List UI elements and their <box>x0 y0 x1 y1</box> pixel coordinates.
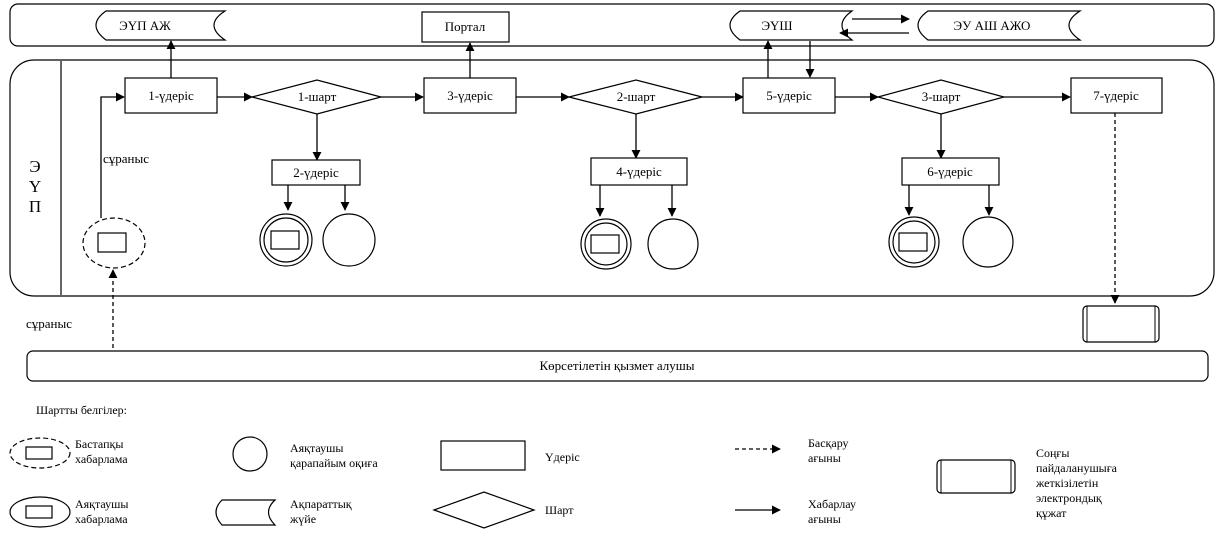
process-2: 2-үдеріс <box>271 159 361 186</box>
end-message-1 <box>259 213 313 267</box>
legend-edoc-2: пайдаланушыға <box>1036 461 1118 475</box>
legend-edoc-4: электрондық <box>1036 491 1102 505</box>
legend-end-event-1: Аяқтаушы <box>290 441 343 455</box>
process-3-label: 3-үдеріс <box>447 88 493 103</box>
legend-edoc-3: жеткізілетін <box>1035 476 1099 490</box>
condition-1-label: 1-шарт <box>298 89 337 104</box>
legend-end-message-icon <box>9 496 71 528</box>
info-system-eush-label: ЭҮШ <box>761 18 792 33</box>
legend-end-message-1: Аяқтаушы <box>75 497 128 511</box>
process-3: 3-үдеріс <box>423 77 517 114</box>
legend-start-message-1: Бастапқы <box>75 437 123 451</box>
lane-letter-2: Ү <box>29 177 41 196</box>
process-7-label: 7-үдеріс <box>1093 88 1139 103</box>
process-7: 7-үдеріс <box>1070 77 1163 114</box>
end-message-2 <box>580 218 632 270</box>
start-message <box>82 217 146 269</box>
legend-end-event-icon <box>232 436 268 472</box>
condition-3: 3-шарт <box>875 79 1007 115</box>
condition-3-label: 3-шарт <box>922 89 961 104</box>
legend-process-icon <box>440 440 526 471</box>
legend-message-flow-2: ағыны <box>808 512 841 526</box>
legend-end-message-2: хабарлама <box>75 512 128 526</box>
portal-box: Портал <box>421 11 510 43</box>
process-6: 6-үдеріс <box>901 157 1000 186</box>
electronic-document <box>1082 305 1160 343</box>
legend-info-system-2: жүйе <box>289 512 316 526</box>
legend-start-message-icon <box>9 437 71 469</box>
request-inner-label: сұраныс <box>103 151 149 166</box>
condition-2-label: 2-шарт <box>617 89 656 104</box>
legend-control-flow-2: ағыны <box>808 451 841 465</box>
process-5-label: 5-үдеріс <box>766 88 812 103</box>
service-receiver-lane <box>26 350 1209 382</box>
process-4-label: 4-үдеріс <box>616 164 662 179</box>
flow-start-to-p1 <box>100 92 125 218</box>
legend-start-message-2: хабарлама <box>75 452 128 466</box>
info-system-eup-azh-label: ЭҮП АЖ <box>119 18 171 33</box>
lane-letter-3: П <box>29 197 41 216</box>
legend-edoc-5: құжат <box>1036 506 1067 520</box>
process-1-label: 1-үдеріс <box>148 88 194 103</box>
process-1: 1-үдеріс <box>124 77 218 114</box>
service-receiver-label: Көрсетілетін қызмет алушы <box>540 358 695 373</box>
legend-condition: Шарт <box>545 503 574 517</box>
legend-control-flow-1: Басқару <box>808 436 849 450</box>
info-system-eu-ash-azho: ЭУ АШ АЖО <box>917 10 1083 41</box>
process-6-label: 6-үдеріс <box>927 164 973 179</box>
legend-edoc-icon <box>936 459 1016 494</box>
legend-title: Шартты белгілер: <box>36 403 127 417</box>
legend-info-system-1: Ақпараттық <box>290 497 352 511</box>
process-4: 4-үдеріс <box>590 157 688 186</box>
end-message-3 <box>888 216 940 268</box>
process-5: 5-үдеріс <box>742 77 836 114</box>
process-2-label: 2-үдеріс <box>293 165 339 180</box>
end-event-2 <box>647 218 699 270</box>
legend-edoc-1: Соңғы <box>1036 446 1069 460</box>
legend-message-flow-1: Хабарлау <box>808 497 856 511</box>
info-system-eu-ash-azho-label: ЭУ АШ АЖО <box>954 18 1031 33</box>
request-outer-label: сұраныс <box>26 316 72 331</box>
end-event-3 <box>962 216 1014 268</box>
legend-end-event-2: қарапайым оқиға <box>290 456 378 470</box>
legend-process: Үдеріс <box>545 450 580 464</box>
info-system-eush: ЭҮШ <box>729 10 854 41</box>
portal-label: Портал <box>445 19 486 34</box>
lane-letter-1: Э <box>29 157 40 176</box>
legend-condition-icon <box>432 491 536 529</box>
legend-info-system-icon <box>215 499 277 526</box>
info-system-eup-azh: ЭҮП АЖ <box>95 10 228 41</box>
end-event-1 <box>322 213 376 267</box>
systems-lane <box>9 3 1215 47</box>
